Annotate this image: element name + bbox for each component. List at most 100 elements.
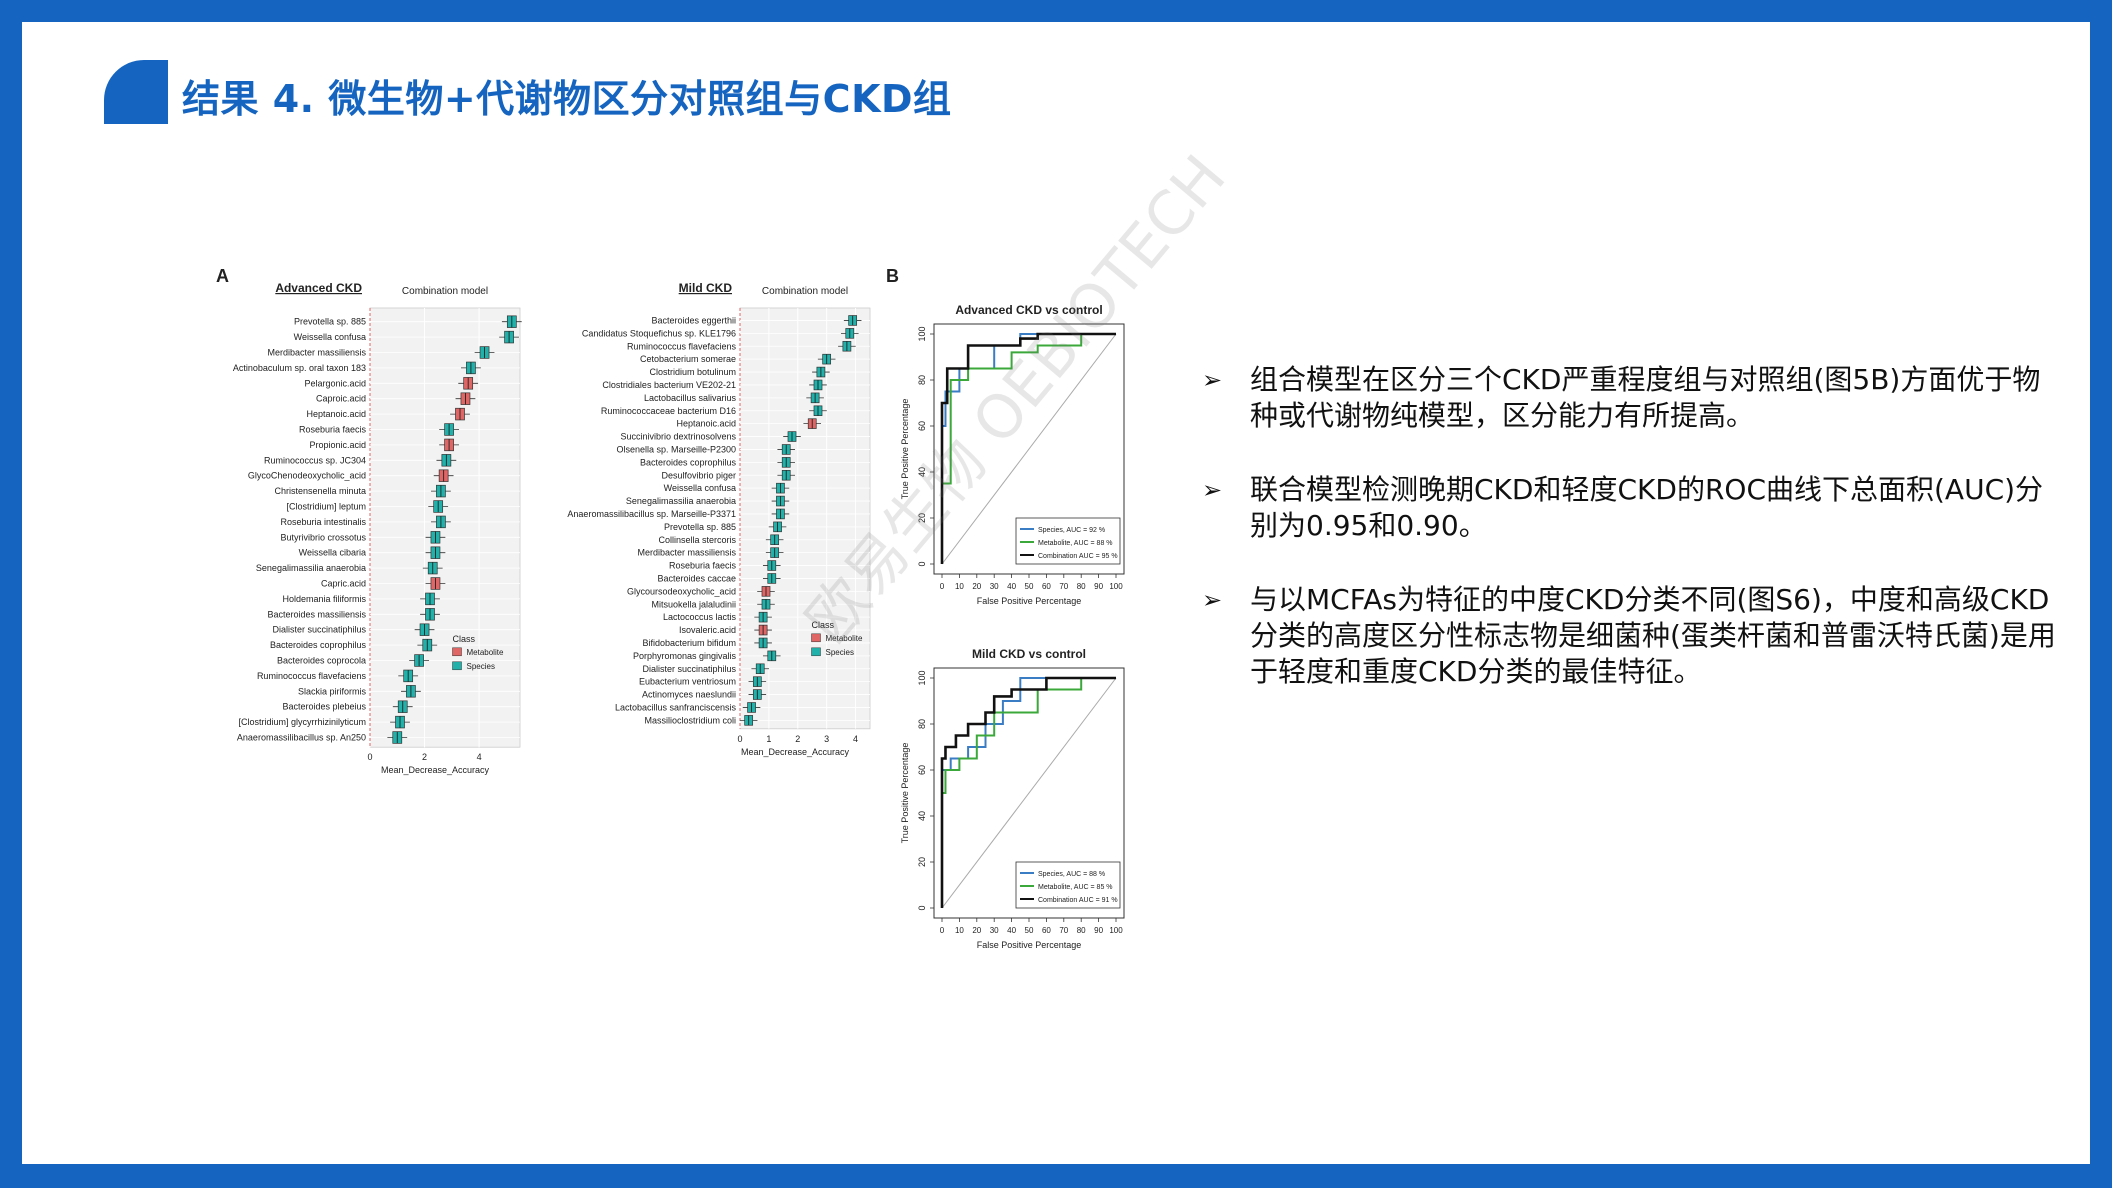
feature-label: Bacteroides caccae bbox=[657, 573, 736, 583]
legend-label: Metabolite bbox=[467, 648, 504, 657]
x-tick-label: 100 bbox=[1109, 582, 1123, 591]
feature-label: Roseburia faecis bbox=[299, 425, 367, 435]
x-tick-label: 3 bbox=[824, 734, 829, 744]
y-tick-label: 80 bbox=[917, 719, 927, 729]
legend-swatch bbox=[811, 633, 821, 643]
feature-label: Heptanoic.acid bbox=[676, 419, 736, 429]
slide-title: 结果 4. 微生物+代谢物区分对照组与CKD组 bbox=[182, 77, 952, 121]
x-tick-label: 0 bbox=[367, 752, 372, 762]
y-tick-label: 20 bbox=[917, 857, 927, 867]
feature-label: Ruminococcus flavefaciens bbox=[627, 341, 737, 351]
feature-label: Bacteroides coprocola bbox=[277, 656, 366, 666]
feature-label: Senegalimassilia anaerobia bbox=[626, 496, 736, 506]
y-tick-label: 20 bbox=[917, 513, 927, 523]
feature-label: Anaeromassilibacillus sp. Marseille-P337… bbox=[567, 509, 736, 519]
feature-label: Bacteroides coprophilus bbox=[270, 640, 367, 650]
feature-label: Heptanoic.acid bbox=[306, 409, 366, 419]
feature-label: Bacteroides coprophilus bbox=[640, 457, 737, 467]
feature-label: Lactobacillus salivarius bbox=[644, 393, 737, 403]
feature-label: Pelargonic.acid bbox=[304, 378, 366, 388]
x-tick-label: 60 bbox=[1042, 926, 1051, 935]
feature-label: Weissella confusa bbox=[664, 483, 736, 493]
feature-label: Succinivibrio dextrinosolvens bbox=[620, 432, 736, 442]
feature-label: Desulfovibrio piger bbox=[661, 470, 736, 480]
feature-label: Senegalimassilia anaerobia bbox=[256, 563, 366, 573]
feature-label: Merdibacter massiliensis bbox=[267, 348, 366, 358]
arrow-bullet-icon: ➢ bbox=[1202, 476, 1223, 504]
y-tick-label: 100 bbox=[917, 670, 927, 685]
x-tick-label: 10 bbox=[955, 926, 964, 935]
x-tick-label: 50 bbox=[1025, 582, 1034, 591]
x-tick-label: 0 bbox=[737, 734, 742, 744]
feature-label: Mitsuokella jalaludinii bbox=[651, 599, 736, 609]
feature-label: Dialister succinatiphilus bbox=[642, 664, 736, 674]
feature-label: Capric.acid bbox=[321, 579, 366, 589]
group-title: Mild CKD bbox=[679, 281, 733, 295]
feature-label: Weissella confusa bbox=[294, 332, 366, 342]
x-tick-label: 70 bbox=[1059, 582, 1068, 591]
x-tick-label: 50 bbox=[1025, 926, 1034, 935]
feature-label: Candidatus Stoquefichus sp. KLE1796 bbox=[582, 328, 736, 338]
feature-label: Ruminococcus flavefaciens bbox=[257, 671, 367, 681]
bullet-text: 组合模型在区分三个CKD严重程度组与对照组(图5B)方面优于物种或代谢物纯模型，… bbox=[1250, 363, 2041, 432]
feature-label: GlycoChenodeoxycholic_acid bbox=[248, 471, 366, 481]
feature-label: Caproic.acid bbox=[316, 394, 366, 404]
x-axis-label: Mean_Decrease_Accuracy bbox=[741, 747, 850, 757]
x-tick-label: 0 bbox=[940, 926, 945, 935]
legend-title: Class bbox=[812, 620, 835, 630]
x-tick-label: 40 bbox=[1007, 582, 1016, 591]
x-tick-label: 30 bbox=[990, 926, 999, 935]
legend-title: Class bbox=[453, 634, 476, 644]
x-tick-label: 2 bbox=[422, 752, 427, 762]
x-axis-label: False Positive Percentage bbox=[977, 596, 1082, 606]
bullet-list: ➢ 组合模型在区分三个CKD严重程度组与对照组(图5B)方面优于物种或代谢物纯模… bbox=[1202, 362, 2062, 728]
x-tick-label: 20 bbox=[972, 582, 981, 591]
x-tick-label: 60 bbox=[1042, 582, 1051, 591]
legend-label: Species bbox=[467, 662, 495, 671]
y-tick-label: 40 bbox=[917, 811, 927, 821]
feature-label: Bacteroides eggerthii bbox=[651, 315, 736, 325]
panel-b-letter: B bbox=[886, 266, 899, 286]
x-tick-label: 20 bbox=[972, 926, 981, 935]
x-tick-label: 4 bbox=[477, 752, 482, 762]
x-tick-label: 30 bbox=[990, 582, 999, 591]
roc-curve-combination bbox=[940, 676, 1116, 908]
x-axis-label: False Positive Percentage bbox=[977, 940, 1082, 950]
arrow-bullet-icon: ➢ bbox=[1202, 586, 1223, 614]
feature-label: Actinobaculum sp. oral taxon 183 bbox=[233, 363, 366, 373]
roc-title: Advanced CKD vs control bbox=[955, 303, 1102, 317]
x-tick-label: 4 bbox=[853, 734, 858, 744]
roc-legend-label: Metabolite, AUC = 85 % bbox=[1038, 884, 1113, 891]
x-tick-label: 80 bbox=[1077, 582, 1086, 591]
x-tick-label: 40 bbox=[1007, 926, 1016, 935]
roc-legend-label: Species, AUC = 88 % bbox=[1038, 871, 1105, 878]
feature-label: Weissella cibaria bbox=[299, 548, 366, 558]
feature-label: Lactobacillus sanfranciscensis bbox=[615, 702, 737, 712]
feature-label: Bacteroides plebeius bbox=[282, 702, 366, 712]
feature-label: Cetobacterium somerae bbox=[640, 354, 736, 364]
roc-diagonal bbox=[941, 333, 1117, 565]
feature-label: [Clostridium] glycyrrhizinilyticum bbox=[238, 717, 366, 727]
feature-label: Actinomyces naeslundii bbox=[642, 690, 736, 700]
plot-area bbox=[739, 307, 871, 730]
y-tick-label: 0 bbox=[917, 905, 927, 910]
roc-legend-label: Metabolite, AUC = 88 % bbox=[1038, 540, 1113, 547]
x-axis-label: Mean_Decrease_Accuracy bbox=[381, 765, 490, 775]
y-tick-label: 0 bbox=[917, 561, 927, 566]
y-tick-label: 60 bbox=[917, 765, 927, 775]
feature-label: Anaeromassilibacillus sp. An250 bbox=[237, 733, 366, 743]
x-tick-label: 10 bbox=[955, 582, 964, 591]
feature-label: Ruminococcaceae bacterium D16 bbox=[601, 406, 736, 416]
model-title: Combination model bbox=[402, 286, 488, 297]
y-axis-label: True Positive Percentage bbox=[900, 743, 910, 844]
legend-label: Metabolite bbox=[826, 634, 863, 643]
roc-diagonal bbox=[941, 677, 1117, 909]
feature-label: Dialister succinatiphilus bbox=[272, 625, 366, 635]
feature-label: Clostridiales bacterium VE202-21 bbox=[602, 380, 736, 390]
feature-label: Christensenella minuta bbox=[274, 486, 366, 496]
